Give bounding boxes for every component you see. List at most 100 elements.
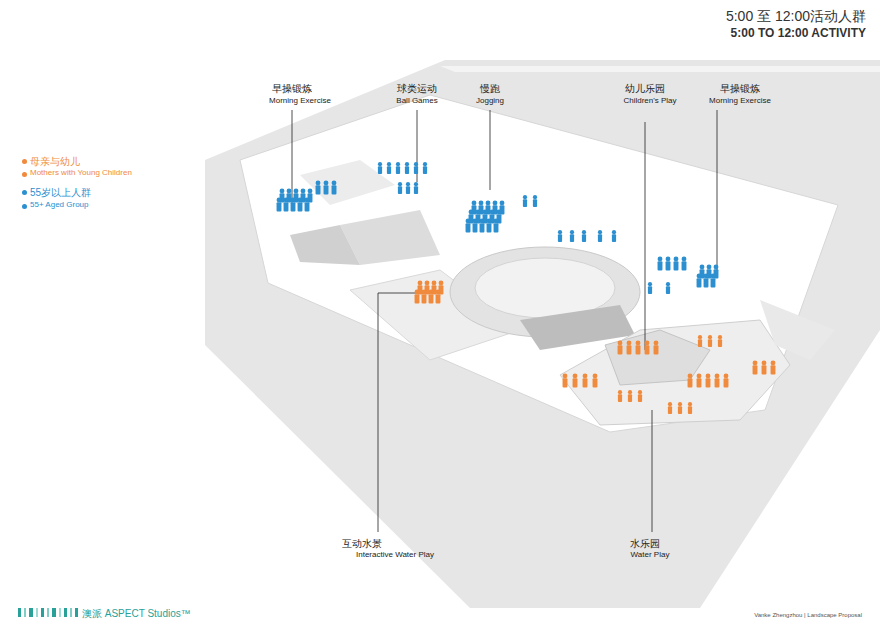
person-figure bbox=[666, 282, 670, 294]
road-edge bbox=[440, 66, 880, 72]
footer-note: Vanke Zhengzhou | Landscape Proposal bbox=[754, 612, 862, 618]
person-figure bbox=[706, 373, 711, 387]
person-figure bbox=[697, 373, 702, 387]
person-figure bbox=[612, 230, 616, 242]
person-figure bbox=[378, 162, 382, 174]
person-figure bbox=[698, 335, 702, 347]
person-figure bbox=[570, 230, 574, 242]
person-figure bbox=[682, 256, 687, 270]
person-figure bbox=[666, 256, 671, 270]
person-figure bbox=[688, 373, 693, 387]
person-figure bbox=[473, 218, 478, 232]
legend-text: 55+ Aged Group bbox=[30, 200, 89, 209]
person-figure bbox=[715, 373, 720, 387]
person-figure bbox=[593, 373, 598, 387]
person-figure bbox=[533, 195, 537, 207]
site-plaza bbox=[240, 95, 838, 432]
person-figure bbox=[406, 182, 410, 194]
person-figure bbox=[724, 373, 729, 387]
person-figure bbox=[582, 230, 586, 242]
person-figure bbox=[429, 289, 434, 303]
person-figure bbox=[762, 360, 767, 374]
callout-zh: 幼儿乐园 bbox=[625, 82, 665, 96]
person-figure bbox=[423, 162, 427, 174]
person-figure bbox=[753, 360, 758, 374]
person-figure bbox=[573, 373, 578, 387]
legend-swatch bbox=[22, 172, 27, 177]
person-figure bbox=[305, 197, 310, 211]
person-figure bbox=[558, 230, 562, 242]
person-figure bbox=[771, 360, 776, 374]
person-figure bbox=[636, 340, 641, 354]
person-figure bbox=[583, 373, 588, 387]
person-figure bbox=[436, 289, 441, 303]
callout-en: Interactive Water Play bbox=[356, 550, 434, 559]
person-figure bbox=[414, 162, 418, 174]
callout-zh: 水乐园 bbox=[630, 537, 660, 551]
person-figure bbox=[523, 195, 527, 207]
person-figure bbox=[422, 289, 427, 303]
childrens-play-deck bbox=[605, 330, 710, 385]
person-figure bbox=[674, 256, 679, 270]
person-figure bbox=[697, 273, 702, 287]
callout-zh: 早操锻炼 bbox=[272, 82, 312, 96]
person-figure bbox=[668, 402, 672, 414]
callout-zh: 早操锻炼 bbox=[720, 82, 760, 96]
person-figure bbox=[718, 335, 722, 347]
person-figure bbox=[678, 402, 682, 414]
person-figure bbox=[654, 340, 659, 354]
water-park bbox=[560, 320, 790, 425]
person-figure bbox=[704, 273, 709, 287]
person-figure bbox=[316, 180, 321, 194]
person-figure bbox=[628, 390, 632, 402]
legend-swatch bbox=[22, 159, 27, 164]
person-figure bbox=[405, 162, 409, 174]
person-figure bbox=[414, 182, 418, 194]
person-figure bbox=[387, 162, 391, 174]
callout-en: Morning Exercise bbox=[709, 96, 771, 105]
legend-text: 55岁以上人群 bbox=[30, 186, 91, 200]
person-figure bbox=[708, 335, 712, 347]
callout-zh: 互动水景 bbox=[342, 537, 382, 551]
person-figure bbox=[598, 230, 602, 242]
person-figure bbox=[648, 282, 652, 294]
callout-zh: 球类运动 bbox=[397, 82, 437, 96]
legend-swatch bbox=[22, 190, 27, 195]
person-figure bbox=[618, 390, 622, 402]
logo-text: 澳派 ASPECT Studios™ bbox=[82, 607, 191, 621]
person-figure bbox=[645, 340, 650, 354]
callout-en: Morning Exercise bbox=[269, 96, 331, 105]
person-figure bbox=[291, 197, 296, 211]
legend-text: 母亲与幼儿 bbox=[30, 155, 80, 169]
person-figure bbox=[298, 197, 303, 211]
person-figure bbox=[711, 273, 716, 287]
road-ground bbox=[205, 60, 880, 608]
pergola bbox=[760, 300, 835, 360]
person-figure bbox=[563, 373, 568, 387]
logo-bars bbox=[18, 608, 78, 617]
callout-en: Jogging bbox=[476, 96, 504, 105]
person-figure bbox=[688, 402, 692, 414]
person-figure bbox=[658, 256, 663, 270]
ramp bbox=[290, 225, 360, 265]
person-figure bbox=[487, 218, 492, 232]
callout-en: Children's Play bbox=[623, 96, 676, 105]
callout-zh: 慢跑 bbox=[480, 82, 500, 96]
person-figure bbox=[277, 197, 282, 211]
person-figure bbox=[415, 289, 420, 303]
legend-text: Mothers with Young Children bbox=[30, 168, 132, 177]
terrace bbox=[300, 160, 395, 205]
person-figure bbox=[627, 340, 632, 354]
person-figure bbox=[324, 180, 329, 194]
person-figure bbox=[396, 162, 400, 174]
leader-lines bbox=[292, 110, 717, 532]
person-figure bbox=[638, 390, 642, 402]
stadium-entrance bbox=[520, 305, 635, 350]
person-figure bbox=[618, 340, 623, 354]
title: 5:00 至 12:00活动人群 bbox=[726, 8, 866, 26]
person-figure bbox=[398, 182, 402, 194]
person-figure bbox=[284, 197, 289, 211]
person-figure bbox=[332, 180, 337, 194]
callout-en: Water Play bbox=[631, 550, 670, 559]
subtitle: 5:00 TO 12:00 ACTIVITY bbox=[731, 26, 866, 40]
